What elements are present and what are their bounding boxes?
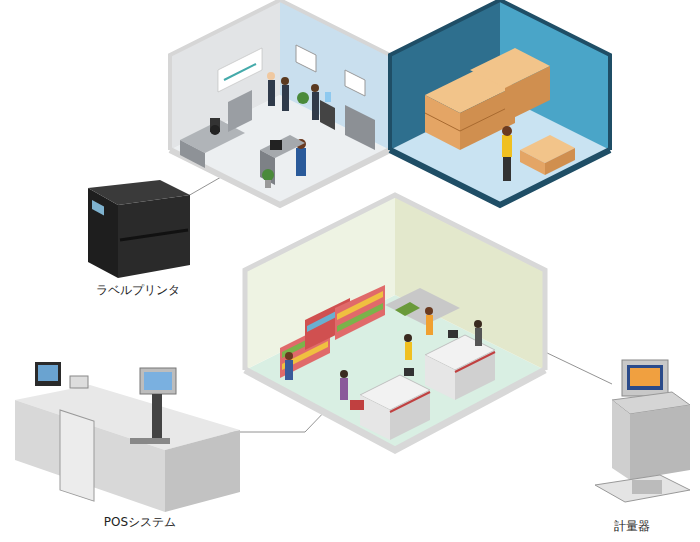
scale bbox=[595, 360, 690, 502]
product-label: POSシステム bbox=[104, 515, 176, 529]
label-printer bbox=[88, 180, 190, 278]
store-room bbox=[245, 195, 545, 450]
warehouse-room bbox=[390, 0, 610, 205]
office-room bbox=[170, 0, 390, 205]
product-label: 計量器 bbox=[614, 519, 650, 533]
pos-system bbox=[15, 362, 240, 512]
product-label: ラベルプリンタ bbox=[96, 283, 180, 297]
